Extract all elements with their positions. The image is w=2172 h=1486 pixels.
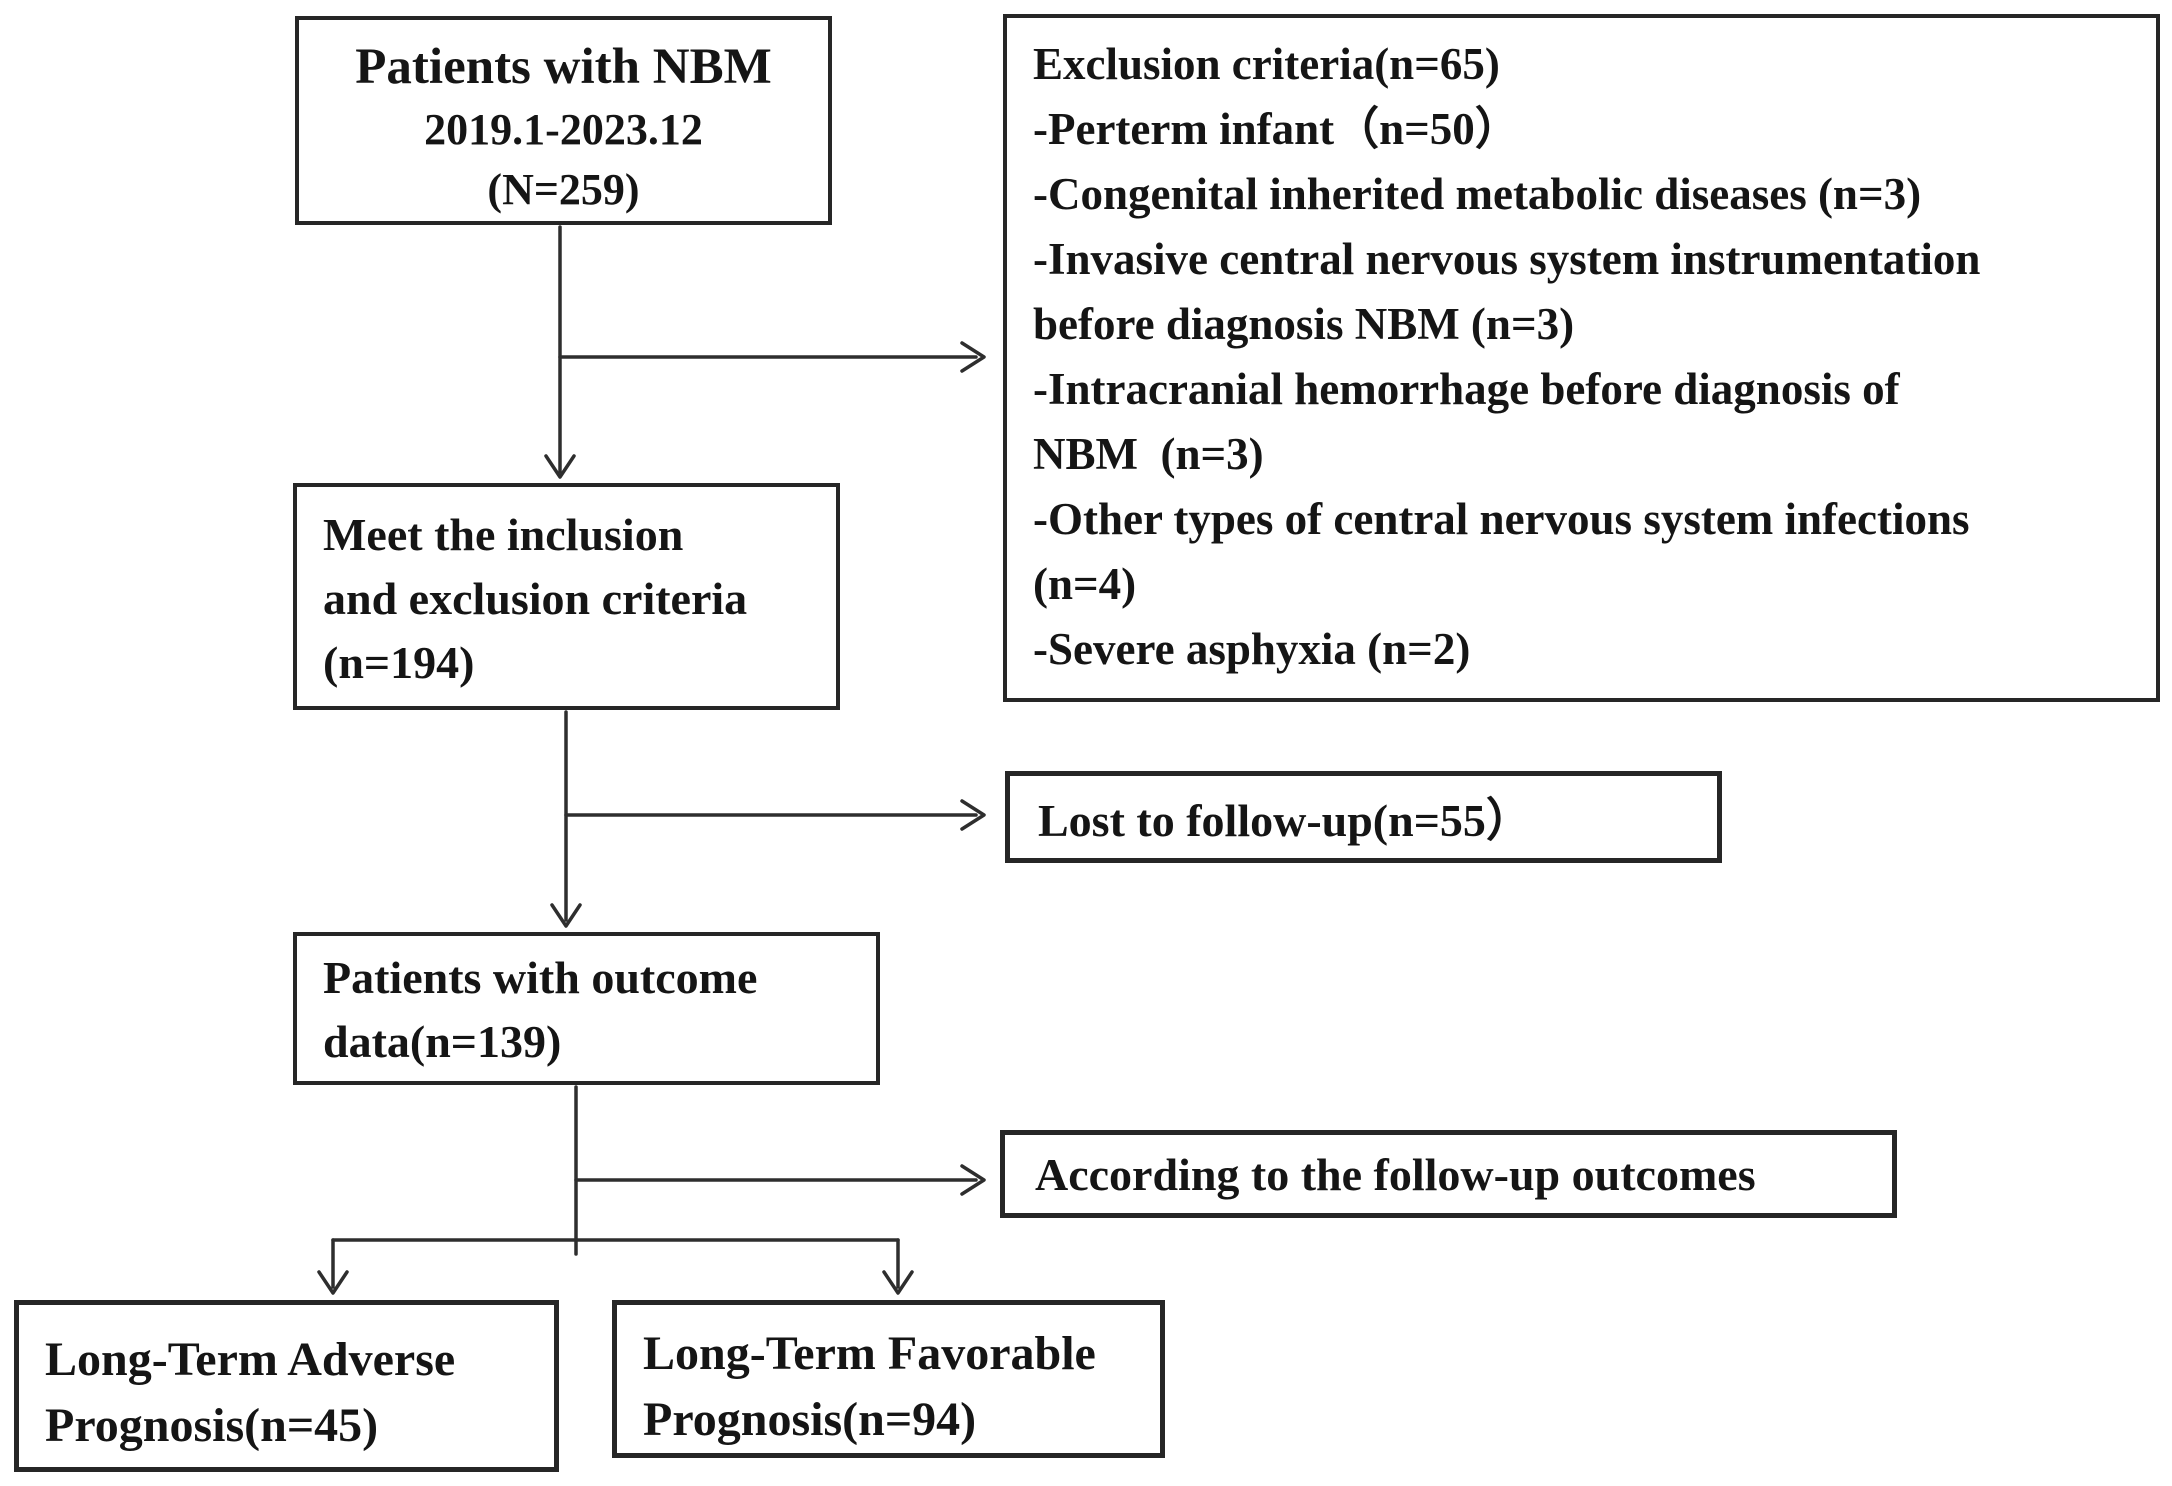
arrowhead-down-favorable: [882, 1270, 914, 1295]
arrowhead-down-outcome: [550, 903, 582, 928]
adverse-count: Prognosis(n=45): [45, 1399, 379, 1452]
box-patients-nbm: Patients with NBM 2019.1-2023.12 (N=259): [295, 16, 832, 225]
box-adverse-prognosis: Long-Term Adverse Prognosis(n=45): [14, 1300, 559, 1472]
according-outcomes-label: According to the follow-up outcomes: [1035, 1148, 1756, 1200]
box-outcome-data: Patients with outcome data(n=139): [293, 932, 880, 1085]
exclusion-item-preterm: -Perterm infant（n=50）: [1033, 104, 1520, 154]
box-favorable-prognosis: Long-Term Favorable Prognosis(n=94): [612, 1300, 1165, 1458]
patients-nbm-count: (N=259): [487, 165, 640, 214]
outcome-count: data(n=139): [323, 1016, 562, 1067]
box-inclusion-criteria: Meet the inclusion and exclusion criteri…: [293, 483, 840, 710]
exclusion-item-other-infections: -Other types of central nervous system i…: [1033, 494, 1970, 609]
inclusion-line: Meet the inclusion: [323, 509, 684, 560]
arrowhead-down-adverse: [317, 1270, 349, 1295]
box-according-outcomes: According to the follow-up outcomes: [1000, 1130, 1897, 1218]
exclusion-item-metabolic: -Congenital inherited metabolic diseases…: [1033, 169, 1922, 219]
adverse-line: Long-Term Adverse: [45, 1333, 456, 1386]
arrowhead-right-exclusion: [960, 341, 986, 373]
exclusion-header: Exclusion criteria(n=65): [1033, 39, 1500, 89]
box-lost-followup: Lost to follow-up(n=55）: [1005, 771, 1722, 863]
patients-nbm-title: Patients with NBM: [355, 39, 772, 95]
inclusion-count: (n=194): [323, 637, 475, 688]
favorable-count: Prognosis(n=94): [643, 1393, 977, 1446]
exclusion-item-hemorrhage: -Intracranial hemorrhage before diagnosi…: [1033, 364, 1900, 479]
inclusion-line: and exclusion criteria: [323, 573, 748, 624]
arrowhead-right-according: [960, 1164, 986, 1196]
exclusion-item-instrumentation: -Invasive central nervous system instrum…: [1033, 234, 1981, 349]
arrowhead-down-inclusion: [544, 454, 576, 479]
favorable-line: Long-Term Favorable: [643, 1327, 1096, 1380]
box-exclusion-criteria: Exclusion criteria(n=65) -Perterm infant…: [1003, 14, 2160, 702]
lost-followup-label: Lost to follow-up(n=55）: [1038, 795, 1532, 846]
arrowhead-right-lost: [960, 799, 986, 831]
patients-nbm-daterange: 2019.1-2023.12: [424, 105, 703, 154]
outcome-line: Patients with outcome: [323, 952, 758, 1003]
exclusion-item-asphyxia: -Severe asphyxia (n=2): [1033, 624, 1471, 674]
